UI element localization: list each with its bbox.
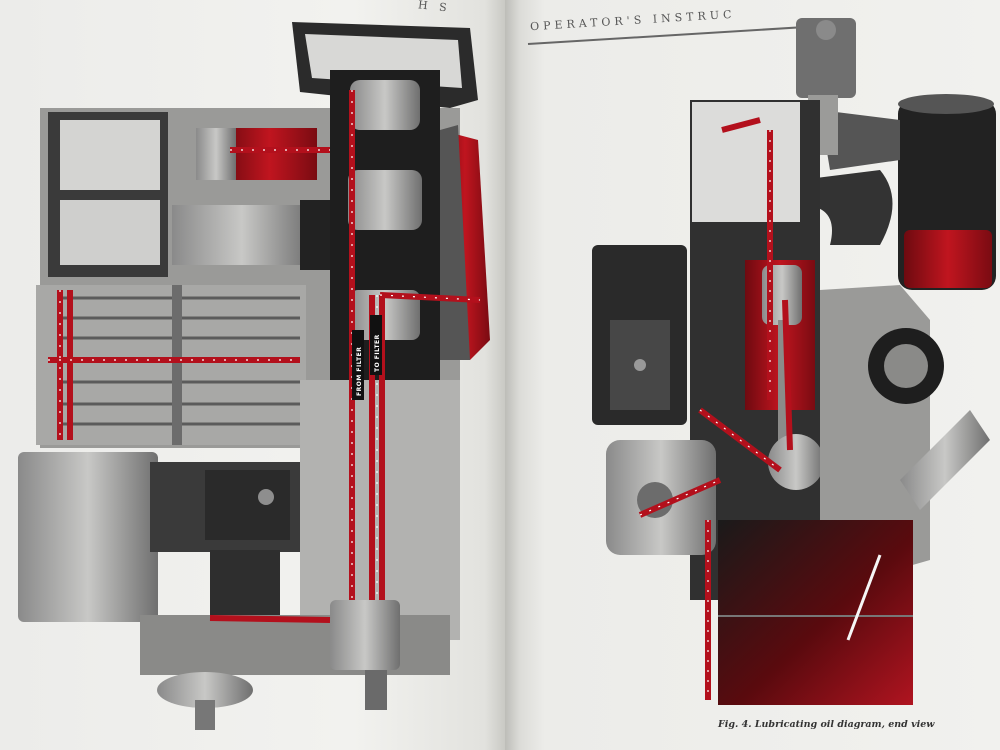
- pulley: [157, 672, 253, 708]
- end-cylinder-head: [692, 102, 800, 222]
- oil-pump-column: [210, 550, 280, 620]
- camshaft-rod: [172, 285, 182, 445]
- air-cleaner-cap: [898, 94, 994, 114]
- crank-journal-1: [350, 80, 420, 130]
- engine-end-view: [592, 18, 996, 705]
- upper-piston: [196, 128, 236, 180]
- crank-journal-2: [348, 170, 422, 230]
- pulley-hub: [195, 700, 215, 730]
- from-filter-callout: FROM FILTER: [356, 347, 363, 396]
- head-upper-chamber: [60, 120, 160, 190]
- figure-caption: Fig. 4. Lubricating oil diagram, end vie…: [718, 719, 935, 730]
- to-filter-callout-box: [370, 315, 382, 375]
- camshaft-housing: [36, 285, 306, 445]
- gear-cover-hub: [637, 482, 673, 518]
- oil-passages-end-dashes: [639, 130, 781, 700]
- connecting-rod: [778, 320, 788, 450]
- oil-pump-gear: [330, 600, 400, 670]
- bottom-gear-housing: [140, 615, 450, 675]
- governor-plug: [258, 489, 274, 505]
- drain-plug: [365, 670, 387, 710]
- generator-arm: [900, 410, 990, 510]
- blower-housing: [18, 452, 158, 622]
- governor-top: [796, 18, 856, 98]
- governor-body: [205, 470, 290, 540]
- generator-inner: [884, 344, 928, 388]
- engine-side-view: FROM FILTER TO FILTER: [18, 22, 490, 730]
- intake-upper-pipe: [820, 110, 900, 170]
- upper-cylinder-bore: [222, 128, 317, 180]
- intake-elbow: [800, 170, 893, 245]
- crankshaft: [768, 434, 824, 490]
- to-filter-callout: TO FILTER: [374, 334, 381, 372]
- lower-cylinder: [172, 205, 312, 265]
- head-lower-chamber: [60, 200, 160, 265]
- air-cleaner-oil-bath: [904, 230, 992, 288]
- governor-top-knob: [816, 20, 836, 40]
- dipstick-highlight: [846, 554, 882, 641]
- sump-floor-line: [718, 615, 913, 617]
- end-sump: [718, 520, 913, 705]
- from-filter-callout-box: [352, 330, 364, 400]
- fuel-pump-bolt: [634, 359, 646, 371]
